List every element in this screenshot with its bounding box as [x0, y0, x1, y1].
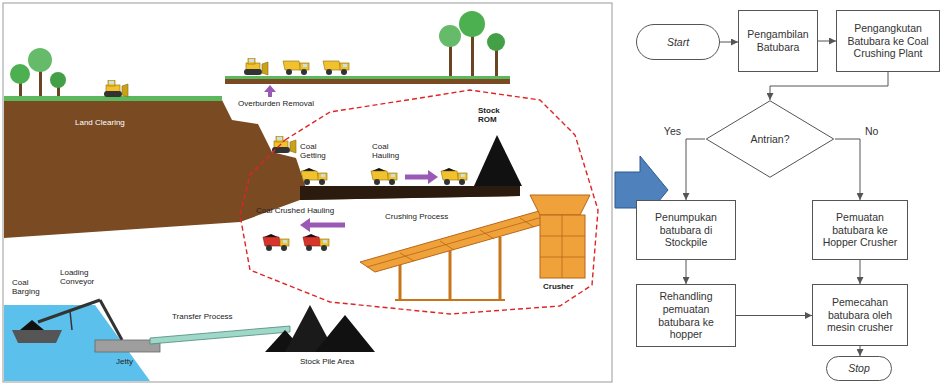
- illustration-label: Transfer Process: [172, 312, 252, 321]
- terminator: Stop: [826, 356, 892, 381]
- flow-arrow: [860, 260, 861, 284]
- coal-truck: [441, 168, 467, 185]
- node-text: Pemuatan batubara ke Hopper Crusher: [819, 211, 901, 249]
- process-box: Rehandling pemuatan batubara ke hopper: [636, 284, 736, 347]
- dump-truck: [283, 61, 309, 75]
- illustration-label: Jetty: [116, 357, 146, 366]
- illustration-label: Loading Conveyor: [60, 268, 106, 286]
- illustration-label: Coal Crushed Hauling: [256, 206, 356, 215]
- flow-arrow: [860, 346, 861, 356]
- transfer-conveyor: [150, 326, 290, 344]
- stockpiles: [265, 305, 375, 352]
- illustration-label: Overburden Removal: [238, 99, 328, 108]
- panel-border: [3, 3, 612, 382]
- decision-diamond: Antrian?: [705, 100, 835, 178]
- illustration-label: Crusher: [543, 282, 585, 291]
- dump-truck: [323, 61, 349, 75]
- bulldozer: [244, 58, 268, 75]
- illustration-label: Coal Getting: [300, 142, 334, 160]
- loading-conveyor: [38, 300, 122, 340]
- flow-arrow: [686, 260, 687, 284]
- coal-truck: [263, 234, 289, 251]
- illustration-label: Land Clearing: [75, 118, 145, 127]
- process-arrow: [405, 170, 438, 184]
- process-box: Pemuatan batubara ke Hopper Crusher: [812, 200, 908, 260]
- node-text: Antrian?: [750, 133, 789, 146]
- illustration-label: Stock Pile Area: [300, 357, 380, 366]
- illustration-label: Stock ROM: [478, 106, 518, 124]
- process-box: Pengangkutan Batubara ke Coal Crushing P…: [836, 10, 940, 72]
- coal-seam: [300, 186, 520, 200]
- node-text: Pengangkutan Batubara ke Coal Crushing P…: [843, 22, 933, 60]
- flow-arrow: [770, 72, 888, 100]
- flow-arrow: [686, 139, 705, 200]
- coal-truck: [303, 234, 329, 251]
- flow-arrow: [835, 139, 860, 200]
- illustration-label: Coal Barging: [12, 278, 46, 296]
- mine-ground: [4, 100, 520, 238]
- node-text: Pengambilan Batubara: [745, 28, 811, 53]
- node-text: Rehandling pemuatan batubara ke hopper: [643, 290, 729, 340]
- trees: [10, 48, 66, 98]
- bench-grass: [225, 76, 510, 79]
- bulldozer: [104, 80, 128, 97]
- process-box: Pemecahan batubara oleh mesin crusher: [812, 284, 908, 346]
- flow-arrow: [720, 42, 738, 43]
- highlight-outline: [240, 90, 598, 314]
- node-text: Stop: [848, 362, 870, 375]
- barge: [12, 320, 62, 343]
- node-text: Pemecahan batubara oleh mesin crusher: [819, 296, 901, 334]
- terminator: Start: [636, 24, 720, 60]
- rom-stockpile: [474, 135, 522, 186]
- illustration-label: Crushing Process: [385, 212, 465, 221]
- edge-label: No: [864, 125, 879, 138]
- flow-arrow: [818, 41, 836, 42]
- illustration-label: Coal Hauling: [372, 142, 408, 160]
- trees: [439, 11, 505, 76]
- bulldozer: [272, 136, 296, 153]
- flow-arrow: [736, 315, 812, 316]
- process-box: Pengambilan Batubara: [738, 10, 818, 72]
- process-arrow: [300, 218, 345, 232]
- coal-truck: [371, 168, 397, 185]
- node-text: Penumpukan batubara di Stockpile: [643, 211, 729, 249]
- process-arrow: [264, 85, 276, 97]
- node-text: Start: [667, 36, 689, 49]
- coal-truck: [301, 168, 327, 185]
- process-box: Penumpukan batubara di Stockpile: [636, 200, 736, 260]
- edge-label: Yes: [663, 125, 682, 138]
- crusher-plant: [360, 195, 590, 300]
